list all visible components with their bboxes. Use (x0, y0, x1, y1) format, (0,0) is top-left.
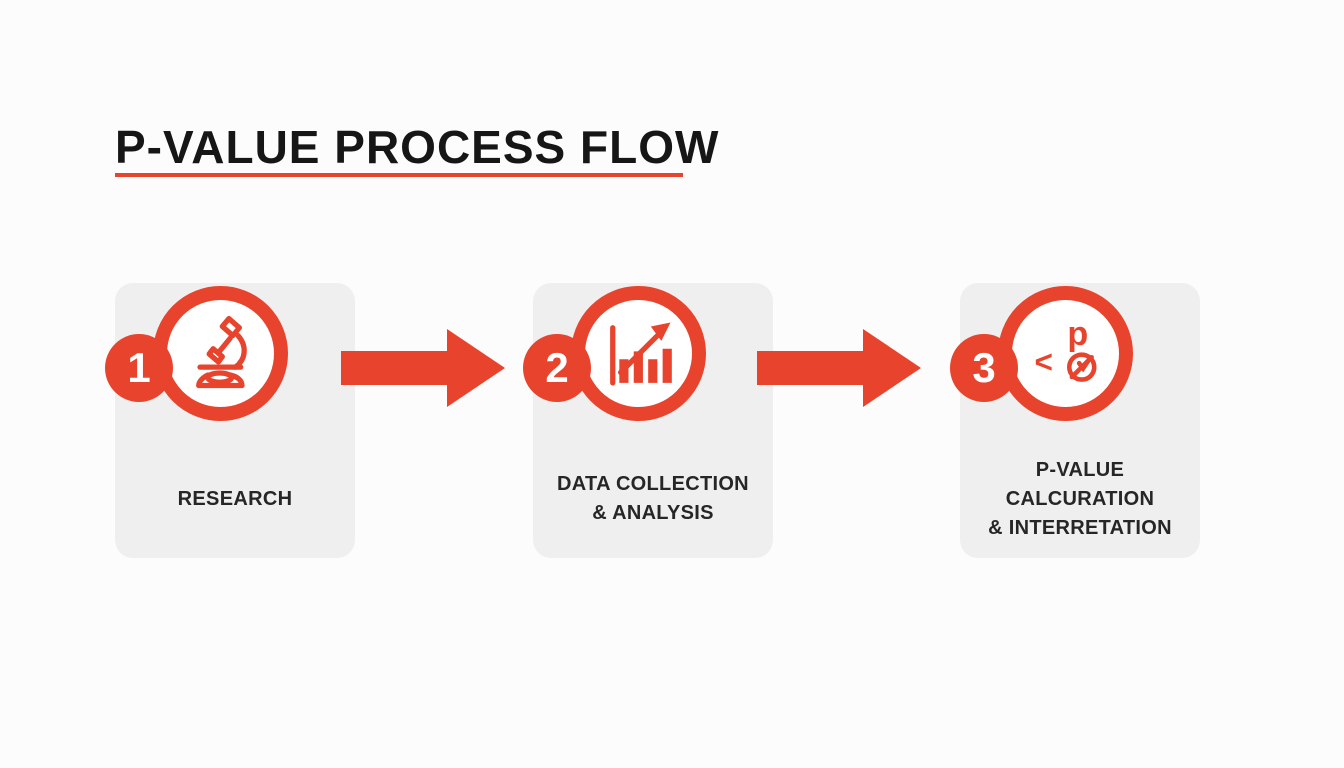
step-card-research: 1 RESEARCH (105, 283, 355, 558)
step-label-line: & ANALYSIS (592, 502, 714, 524)
step-label: DATA COLLECTION & ANALYSIS (533, 465, 773, 533)
p-glyph: p (1067, 314, 1088, 352)
flow-arrow-right-icon (757, 329, 921, 407)
step-label-line: DATA COLLECTION (557, 473, 749, 495)
step-circle: p < (998, 286, 1133, 421)
step-number-badge: 3 (950, 334, 1018, 402)
flow-arrow-right-icon (341, 329, 505, 407)
microscope-icon (195, 315, 247, 388)
step-card-p-value: 3 p < P-VALUE CALCURATION & INTERRETATIO… (950, 283, 1200, 558)
step-label-line: RESEARCH (177, 487, 293, 510)
step-label-line: P-VALUE CALCURATION (1005, 458, 1155, 510)
p-value-icon: p < (1034, 314, 1097, 382)
title-underline (115, 173, 683, 177)
step-circle (571, 286, 706, 421)
step-card-data-collection: 2 DATA COLLECTION & ANALYSIS (523, 283, 773, 558)
step-label: RESEARCH (115, 465, 355, 533)
step-circle (153, 286, 288, 421)
less-than-glyph: < (1034, 343, 1052, 379)
step-number-badge: 1 (105, 334, 173, 402)
step-label-line: & INTERRETATION (988, 516, 1172, 539)
step-number-badge: 2 (523, 334, 591, 402)
step-label: P-VALUE CALCURATION & INTERRETATION (960, 459, 1200, 539)
bar-chart-icon (609, 322, 672, 385)
page-title: P-VALUE PROCESS FLOW (115, 121, 720, 173)
